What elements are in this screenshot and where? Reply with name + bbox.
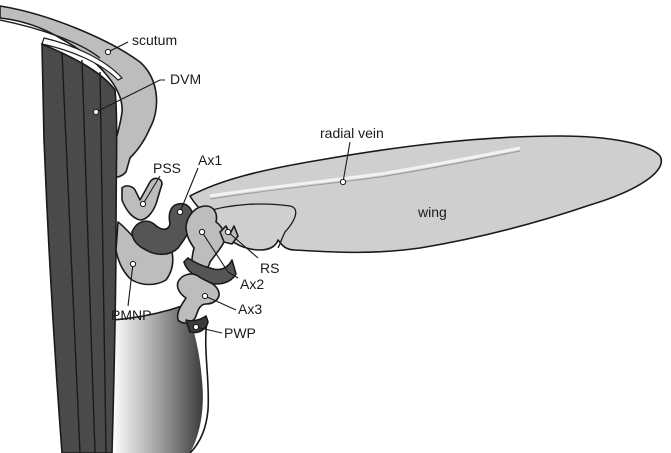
radial-vein-shadow bbox=[209, 150, 521, 200]
radial-vein bbox=[209, 146, 521, 198]
leader-lines bbox=[92, 41, 351, 334]
label-pss: PSS bbox=[153, 160, 181, 176]
label-rs: RS bbox=[260, 260, 279, 276]
label-ax2: Ax2 bbox=[240, 276, 264, 292]
pleural-wall bbox=[112, 305, 203, 453]
scutum-gap bbox=[41, 37, 123, 81]
ax1-sclerite bbox=[131, 202, 194, 256]
pleural-wall-edge bbox=[111, 304, 186, 321]
label-scutum: scutum bbox=[132, 32, 177, 48]
pss-sclerite bbox=[121, 177, 163, 221]
label-wing: wing bbox=[417, 204, 447, 220]
wing-fold-line bbox=[204, 203, 297, 249]
ax3-sclerite bbox=[176, 273, 220, 324]
scutum-band bbox=[0, 5, 158, 178]
label-ax3: Ax3 bbox=[238, 301, 262, 317]
scutum-inner-line bbox=[0, 19, 101, 59]
wing-membrane bbox=[189, 135, 663, 254]
label-pwp: PWP bbox=[224, 325, 256, 341]
ax2-sclerite bbox=[185, 205, 226, 273]
label-pmnp: PMNP bbox=[111, 307, 151, 323]
rs-sclerite bbox=[219, 225, 239, 245]
label-radial-vein: radial vein bbox=[320, 125, 384, 141]
dvm-muscle bbox=[41, 42, 118, 453]
label-ax1: Ax1 bbox=[198, 152, 222, 168]
pleural-wall-right-edge bbox=[189, 319, 210, 453]
label-dvm: DVM bbox=[170, 71, 201, 87]
